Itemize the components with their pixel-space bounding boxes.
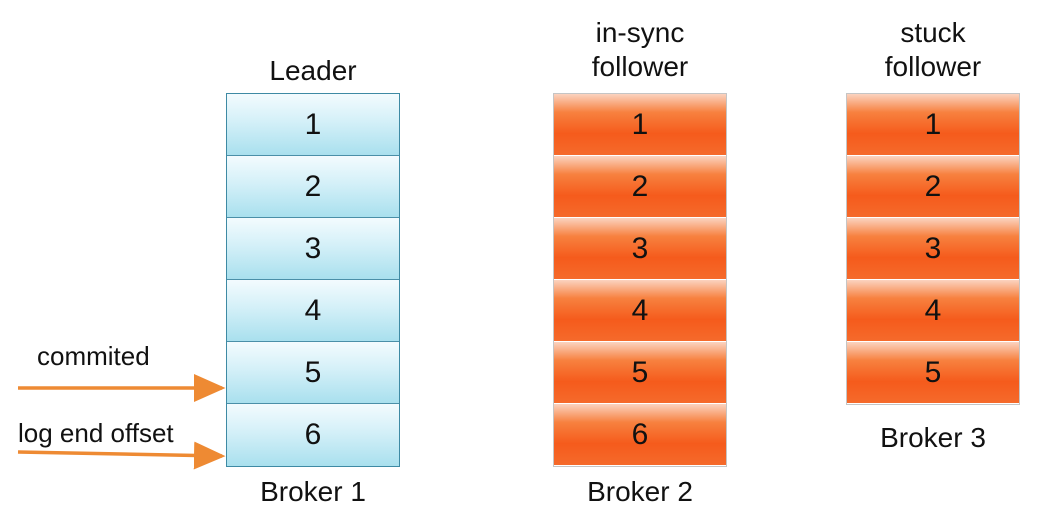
log-entry: 1: [847, 94, 1019, 156]
committed-label: commited: [37, 341, 150, 371]
log-end-offset-label: log end offset: [18, 418, 174, 448]
broker-1-log: 1 2 3 4 5 6: [226, 93, 400, 467]
log-entry: 2: [227, 156, 399, 218]
log-entry: 4: [227, 280, 399, 342]
broker-3-log: 1 2 3 4 5: [846, 93, 1020, 405]
log-entry: 3: [554, 218, 726, 280]
log-end-offset-arrow: [17, 441, 226, 470]
log-entry: 5: [554, 342, 726, 404]
broker-2-label: Broker 2: [587, 476, 693, 507]
log-entry: 2: [554, 156, 726, 218]
log-entry: 1: [554, 94, 726, 156]
log-entry: 5: [847, 342, 1019, 404]
leader-title-line: Leader: [269, 55, 357, 86]
log-entry: 2: [847, 156, 1019, 218]
broker-2-log: 1 2 3 4 5 6: [553, 93, 727, 467]
broker-1-label: Broker 1: [260, 476, 366, 507]
leader-title: Leader: [226, 54, 400, 88]
title-line-1: in-sync: [595, 17, 685, 48]
log-entry: 3: [227, 218, 399, 280]
in-sync-follower-title: in-sync follower: [553, 16, 727, 84]
log-entry: 5: [227, 342, 399, 404]
title-line-2: follower: [884, 51, 982, 82]
log-entry: 6: [554, 404, 726, 466]
stuck-follower-title: stuck follower: [846, 16, 1020, 84]
title-line-2: follower: [591, 51, 689, 82]
broker-3-label: Broker 3: [880, 422, 986, 453]
title-line-1: stuck: [900, 17, 966, 48]
log-entry: 4: [847, 280, 1019, 342]
log-entry: 4: [554, 280, 726, 342]
log-entry: 6: [227, 404, 399, 466]
log-entry: 3: [847, 218, 1019, 280]
log-entry: 1: [227, 94, 399, 156]
